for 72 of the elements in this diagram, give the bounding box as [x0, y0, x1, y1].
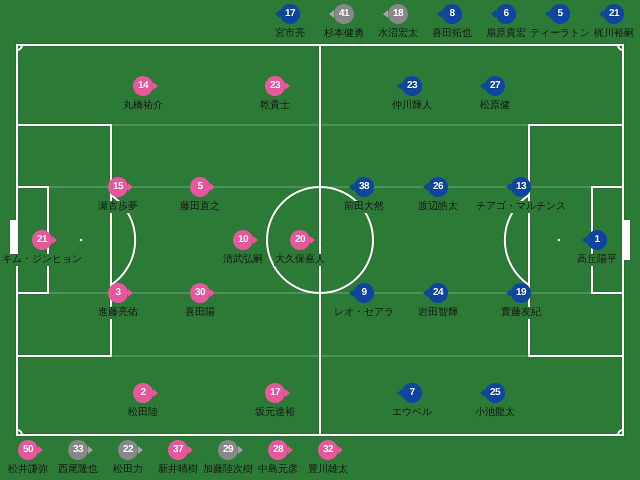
player-marker: 38: [354, 177, 374, 197]
player-marker: 18: [388, 4, 408, 24]
player-marker: 21: [32, 230, 52, 250]
player-name: 進藤亮佑: [97, 307, 139, 319]
player-marker: 5: [550, 4, 570, 24]
player-name: 實藤友紀: [500, 307, 542, 319]
player-marker: 30: [190, 283, 210, 303]
player-name: ティーラトン: [529, 28, 591, 40]
player-name: 前田大然: [343, 201, 385, 213]
player-name: 松田力: [112, 464, 144, 476]
player-name: 松田陸: [127, 407, 159, 419]
player-marker: 21: [604, 4, 624, 24]
player-name: 水沼宏太: [377, 28, 419, 40]
player-marker: 37: [168, 440, 188, 460]
player-marker: 1: [587, 230, 607, 250]
player-marker: 23: [265, 76, 285, 96]
player-name: チアゴ・マルチンス: [475, 201, 567, 213]
player-marker: 3: [108, 283, 128, 303]
player-name: 宮市亮: [274, 28, 306, 40]
player-marker: 17: [280, 4, 300, 24]
player-marker: 14: [133, 76, 153, 96]
player-name: 小池龍太: [474, 407, 516, 419]
player-name: キム・ジンヒョン: [1, 254, 83, 266]
player-marker: 24: [428, 283, 448, 303]
player-marker: 23: [402, 76, 422, 96]
player-marker: 15: [108, 177, 128, 197]
player-name: 喜田拓也: [431, 28, 473, 40]
player-marker: 28: [268, 440, 288, 460]
player-name: レオ・セアラ: [333, 307, 395, 319]
player-marker: 50: [18, 440, 38, 460]
player-name: 瀬古歩夢: [97, 201, 139, 213]
player-marker: 25: [485, 383, 505, 403]
player-name: 松井謙弥: [7, 464, 49, 476]
player-name: 乾貴士: [259, 100, 291, 112]
player-marker: 2: [133, 383, 153, 403]
player-marker: 8: [442, 4, 462, 24]
player-name: 喜田陽: [184, 307, 216, 319]
player-marker: 32: [318, 440, 338, 460]
player-name: 豊川雄太: [307, 464, 349, 476]
player-marker: 27: [485, 76, 505, 96]
player-marker: 7: [402, 383, 422, 403]
player-name: 加藤陸次樹: [202, 464, 254, 476]
player-name: 杉本健勇: [323, 28, 365, 40]
player-marker: 29: [218, 440, 238, 460]
player-name: 高丘陽平: [576, 254, 618, 266]
player-name: 中島元彦: [257, 464, 299, 476]
player-name: 仲川輝人: [391, 100, 433, 112]
player-name: エウベル: [391, 407, 433, 419]
player-name: 坂元達裕: [254, 407, 296, 419]
player-marker: 17: [265, 383, 285, 403]
player-name: 大久保嘉人: [274, 254, 326, 266]
player-marker: 26: [428, 177, 448, 197]
player-marker: 20: [290, 230, 310, 250]
player-marker: 22: [118, 440, 138, 460]
player-name: 松原健: [479, 100, 511, 112]
player-name: 丸橋祐介: [122, 100, 164, 112]
player-marker: 9: [354, 283, 374, 303]
player-name: 清武弘嗣: [222, 254, 264, 266]
player-marker: 19: [511, 283, 531, 303]
player-marker: 13: [511, 177, 531, 197]
player-name: 岩田智輝: [417, 307, 459, 319]
player-marker: 5: [190, 177, 210, 197]
player-name: 西尾隆也: [57, 464, 99, 476]
player-marker: 41: [334, 4, 354, 24]
player-marker: 10: [233, 230, 253, 250]
player-name: 渡辺皓太: [417, 201, 459, 213]
player-marker: 6: [496, 4, 516, 24]
player-name: 新井晴樹: [157, 464, 199, 476]
player-name: 藤田直之: [179, 201, 221, 213]
player-name: 梶川裕嗣: [593, 28, 635, 40]
player-name: 扇原貴宏: [485, 28, 527, 40]
player-marker: 33: [68, 440, 88, 460]
